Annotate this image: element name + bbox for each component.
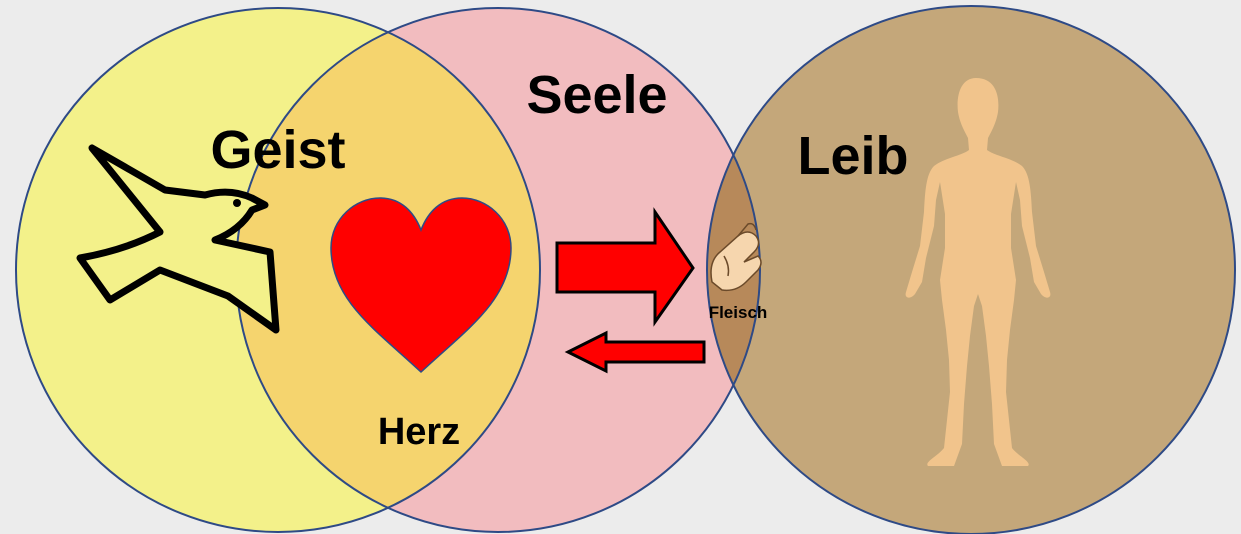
label-fleisch: Fleisch	[709, 303, 768, 322]
heart-icon	[330, 197, 512, 374]
human-body-icon	[905, 78, 1051, 466]
label-herz: Herz	[378, 411, 460, 453]
arrow-right-icon	[555, 207, 695, 327]
geist-circle-outline	[15, 7, 541, 533]
leib-circle-outline	[706, 5, 1236, 534]
dove-icon	[76, 144, 280, 334]
arrow-left-icon	[564, 330, 706, 374]
geist-seele-overlap	[236, 8, 540, 532]
dove-eye	[233, 199, 241, 207]
label-geist: Geist	[210, 120, 345, 180]
label-seele: Seele	[526, 65, 667, 125]
label-leib: Leib	[797, 126, 908, 186]
finger-heart-hand-icon	[710, 222, 762, 292]
